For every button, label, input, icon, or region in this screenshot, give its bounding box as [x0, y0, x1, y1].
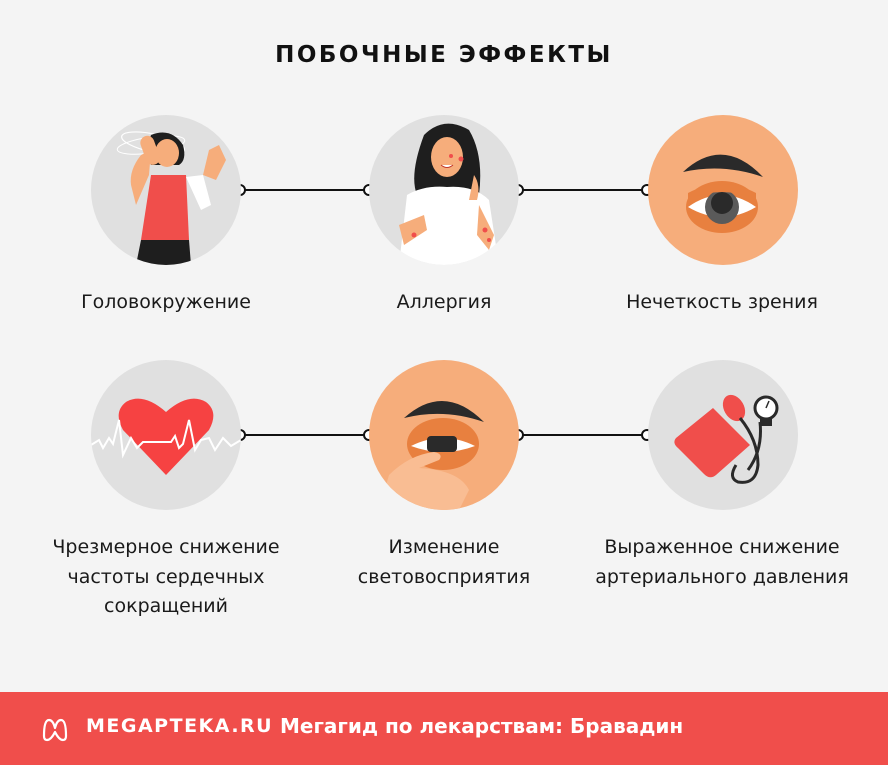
connector-line: [519, 189, 647, 191]
connector-line: [519, 434, 647, 436]
effect-label: Нечеткость зрения: [626, 291, 818, 313]
effect-label: Изменение световосприятия: [357, 536, 531, 588]
footer-banner: MEGAPTEKA.RU Мегагид по лекарствам: Брав…: [0, 692, 888, 765]
brand-name: MEGAPTEKA.RU: [86, 715, 274, 737]
blood-pressure-monitor-illustration: [648, 360, 798, 510]
effect-label: Головокружение: [81, 291, 251, 313]
footer-tagline: Мегагид по лекарствам: Бравадин: [280, 714, 684, 738]
dizzy-woman-illustration: [91, 115, 241, 265]
effect-label: Аллергия: [396, 291, 492, 313]
megapteka-logo-icon: [42, 718, 68, 742]
connector-line: [241, 434, 369, 436]
page-title: ПОБОЧНЫЕ ЭФФЕКТЫ: [275, 42, 613, 68]
eye-rubbing-illustration: [369, 360, 519, 510]
heart-pulse-illustration: [91, 360, 241, 510]
allergy-woman-illustration: [369, 115, 519, 265]
connector-line: [241, 189, 369, 191]
effect-label: Чрезмерное снижение частоты сердечных со…: [52, 536, 280, 617]
effect-label: Выраженное снижение артериального давлен…: [595, 536, 849, 588]
eye-illustration: [648, 115, 798, 265]
